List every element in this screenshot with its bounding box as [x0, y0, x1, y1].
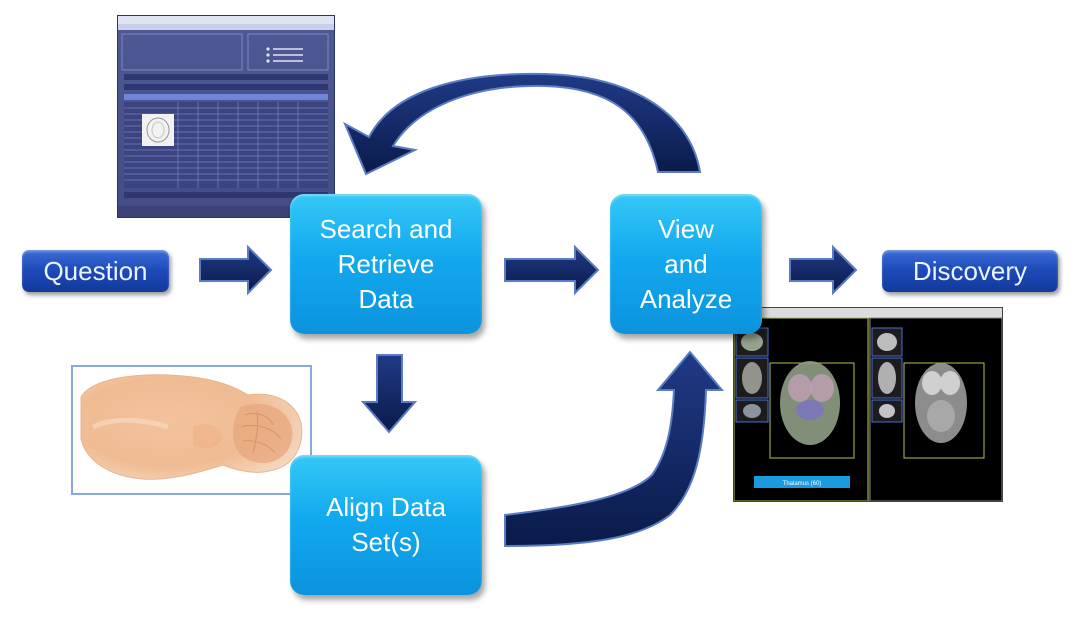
viewer-screenshot: Thalamus (60)	[733, 307, 1003, 502]
arrow-feedback-curve	[342, 72, 702, 176]
arrow-align-to-view	[504, 350, 725, 548]
arrow-search-to-view	[504, 244, 600, 296]
arrow-question-to-search	[199, 244, 273, 296]
align-data-node: Align Data Set(s)	[290, 455, 482, 595]
brain-section-graphic	[80, 374, 303, 480]
search-results-screenshot-graphic	[118, 16, 334, 217]
search-retrieve-label: Search and Retrieve Data	[319, 213, 453, 314]
search-retrieve-node: Search and Retrieve Data	[290, 194, 482, 334]
viewer-structure-label: Thalamus (60)	[783, 481, 822, 487]
view-analyze-label: View and Analyze	[639, 213, 733, 314]
question-label: Question	[43, 255, 148, 286]
viewer-screenshot-graphic: Thalamus (60)	[734, 308, 1002, 501]
arrow-view-to-discovery	[789, 244, 858, 296]
discovery-node: Discovery	[882, 250, 1058, 292]
brain-section-image	[71, 365, 312, 495]
discovery-label: Discovery	[912, 255, 1028, 286]
align-data-label: Align Data Set(s)	[326, 492, 446, 557]
arrow-search-to-align	[360, 354, 418, 434]
search-results-screenshot	[117, 15, 335, 218]
question-node: Question	[22, 250, 169, 292]
view-analyze-node: View and Analyze	[610, 194, 762, 334]
